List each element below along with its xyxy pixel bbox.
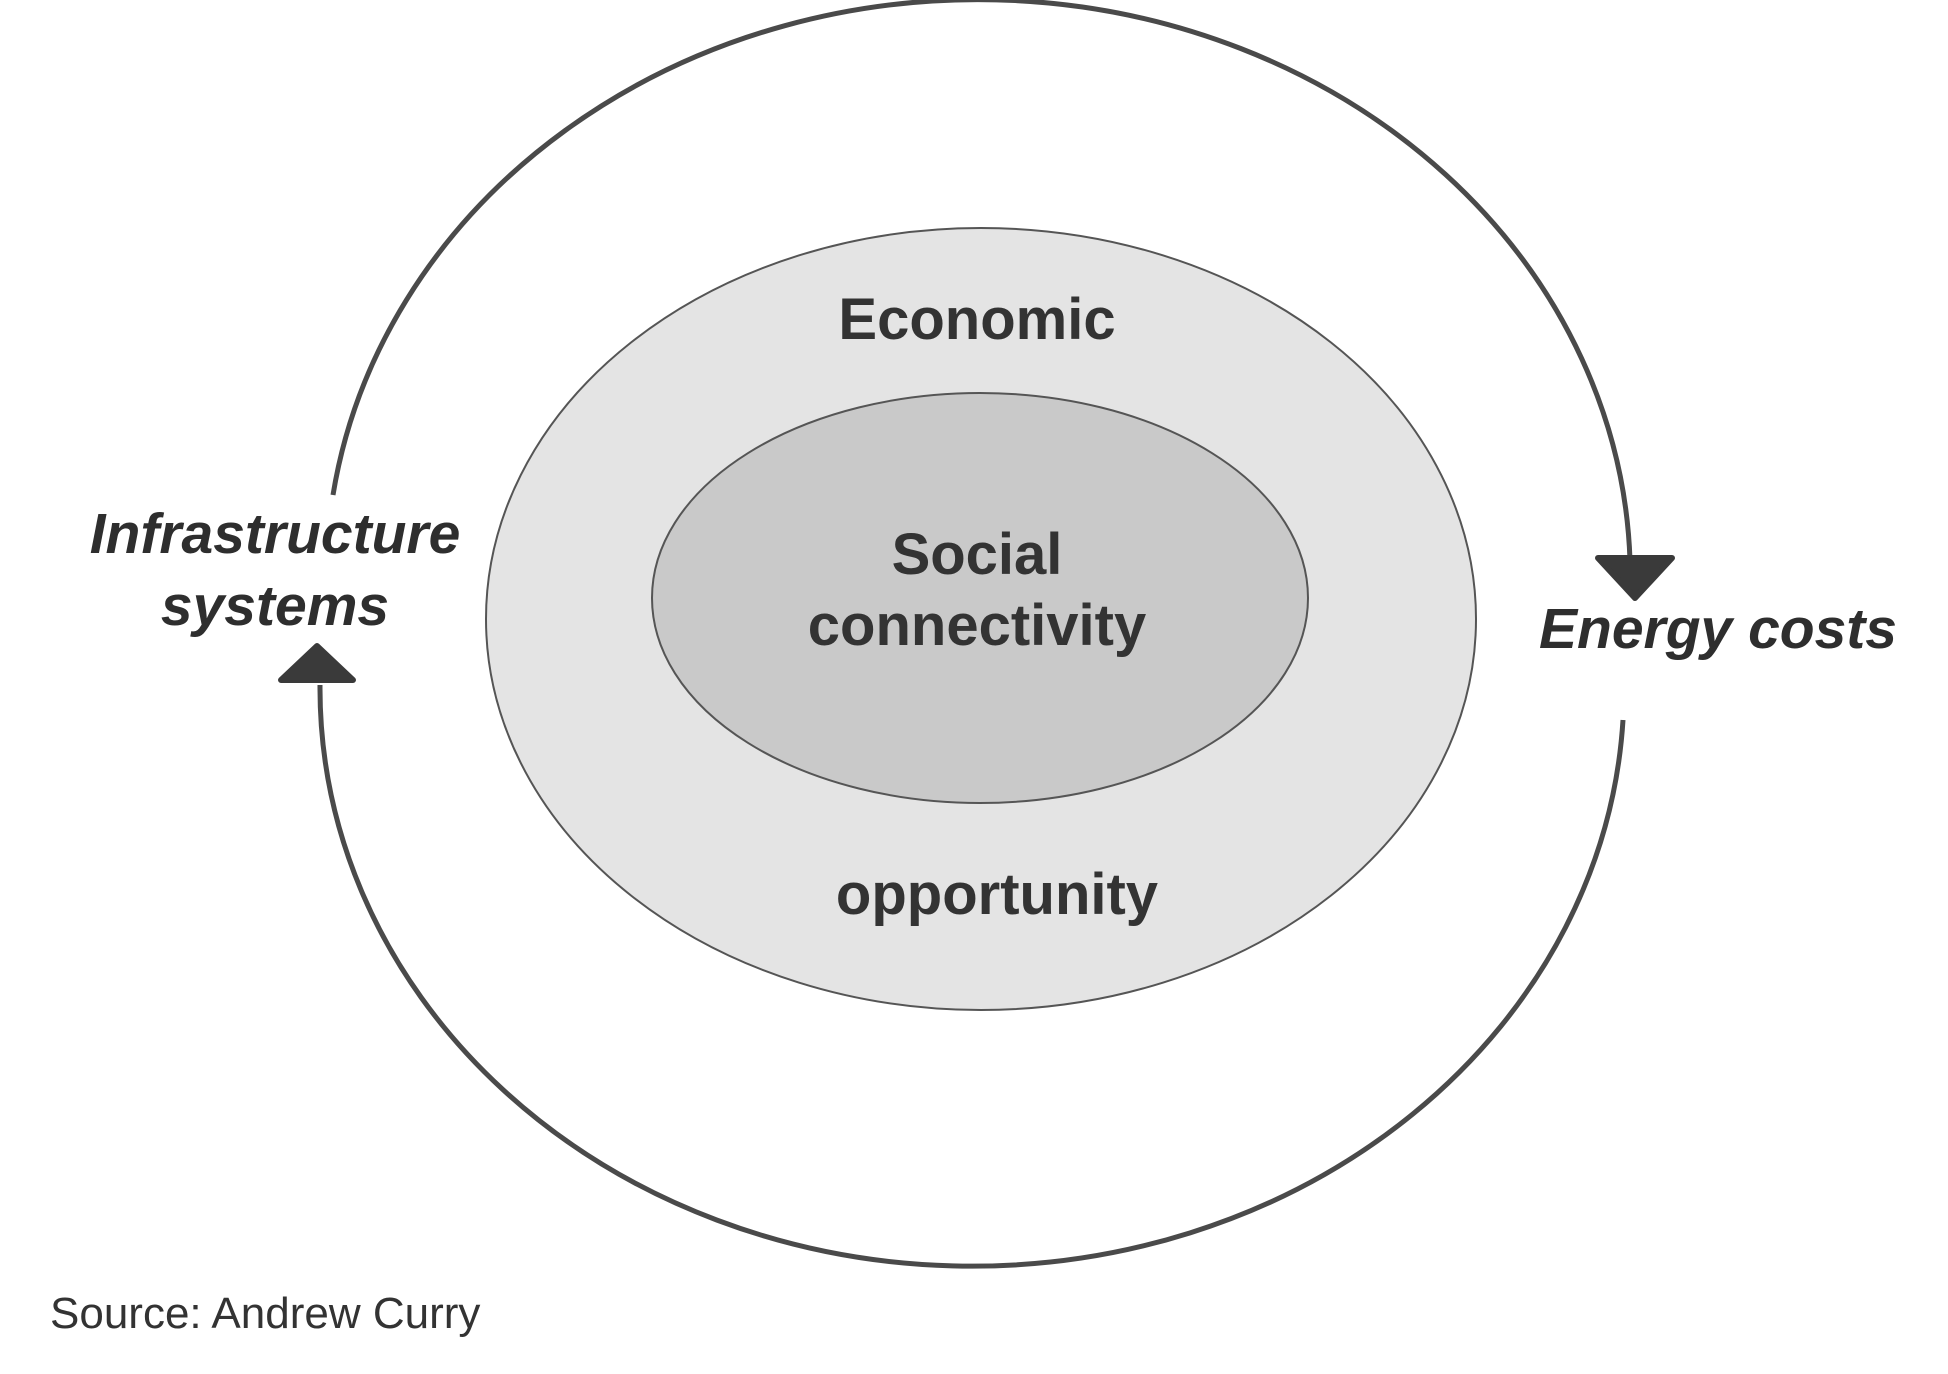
systems-label: systems [161,574,389,638]
source-caption: Source: Andrew Curry [50,1289,480,1338]
social-label: Social [892,522,1063,587]
social-connectivity-ellipse [651,392,1309,804]
arrow-down-icon [1595,555,1675,601]
arrow-up-icon [278,643,356,683]
connectivity-label: connectivity [808,593,1146,658]
opportunity-label: opportunity [836,862,1158,927]
energy-costs-label: Energy costs [1539,597,1897,661]
cycle-arc-top [330,0,1633,561]
economic-label: Economic [838,287,1115,352]
cycle-arc-bottom [317,684,1626,1269]
infrastructure-label: Infrastructure [90,502,461,566]
